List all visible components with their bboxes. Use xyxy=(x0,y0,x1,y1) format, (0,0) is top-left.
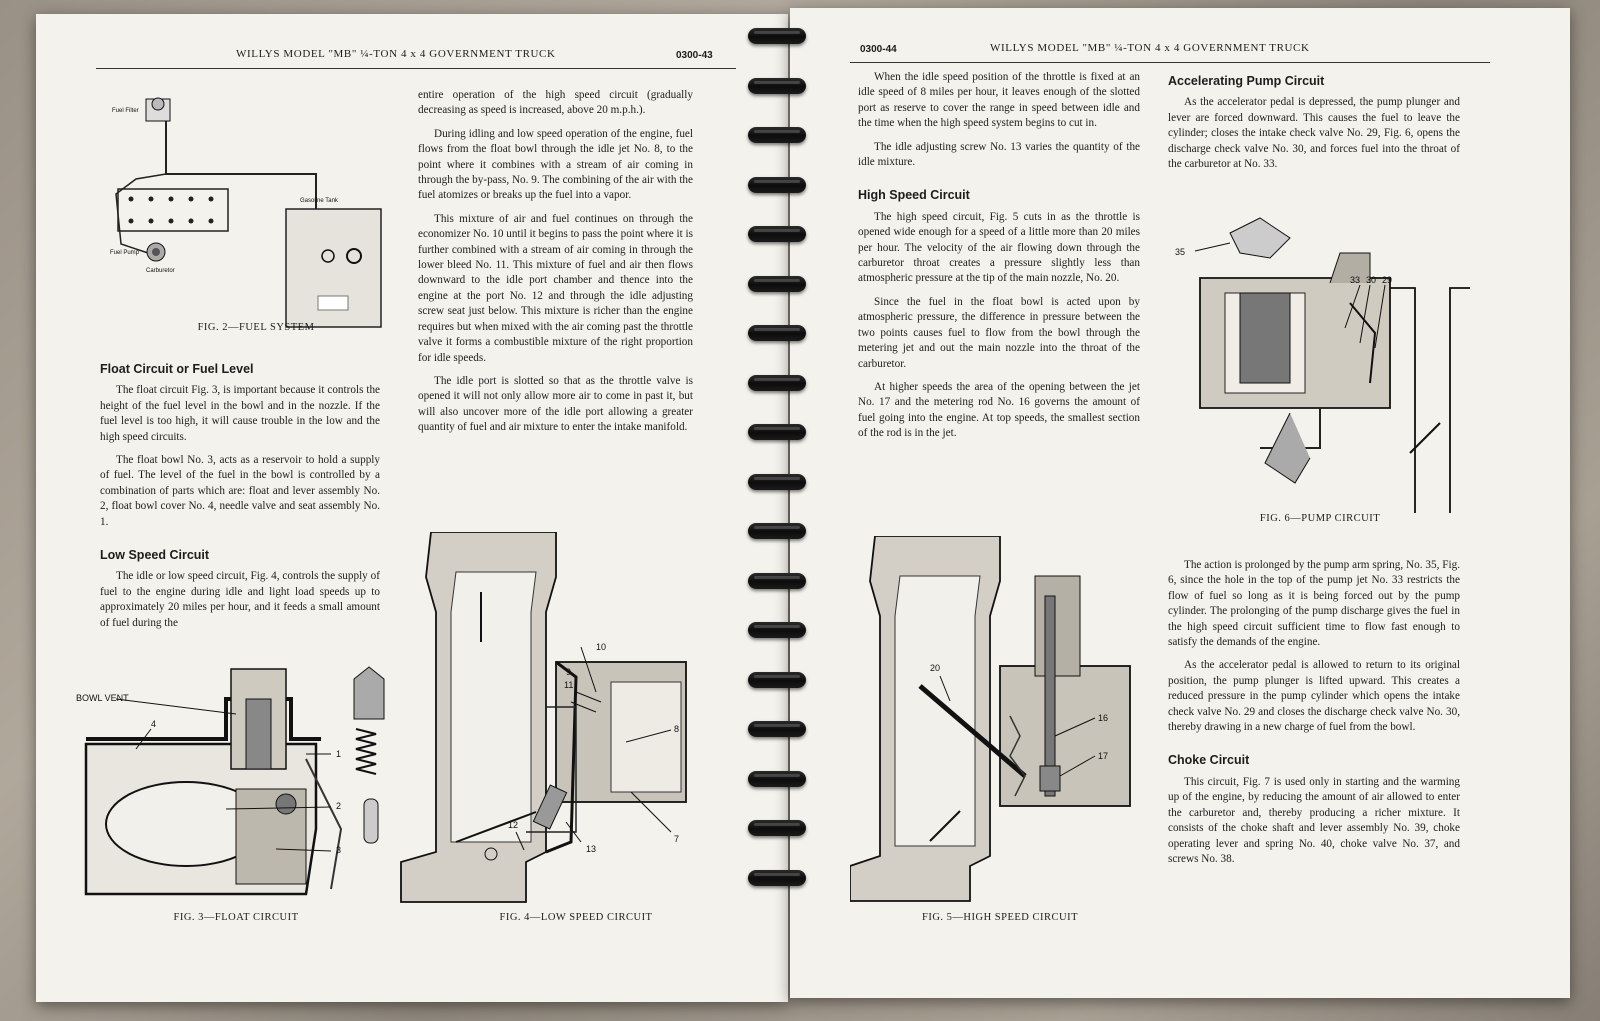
right-page-number: 0300-44 xyxy=(860,44,897,55)
paragraph: The idle port is slotted so that as the … xyxy=(418,374,693,434)
left-header-rule xyxy=(96,68,736,69)
binding-coil xyxy=(748,869,806,886)
fig4-label-8: 8 xyxy=(674,724,679,734)
right-page: 0300-44 WILLYS MODEL "MB" ¼-TON 4 x 4 GO… xyxy=(790,8,1570,998)
binding-coil xyxy=(748,77,806,94)
fig5-caption: FIG. 5—HIGH SPEED CIRCUIT xyxy=(921,912,1078,923)
paragraph: The idle adjusting screw No. 13 varies t… xyxy=(858,140,1140,169)
fig3-label-3: 3 xyxy=(336,845,341,855)
fig2-label-carburetor: Carburetor xyxy=(146,268,175,274)
paragraph: During idling and low speed operation of… xyxy=(418,127,693,202)
binding-coil xyxy=(748,325,806,341)
binding-coil xyxy=(748,127,806,143)
fig2-caption: FIG. 2—FUEL SYSTEM xyxy=(197,322,315,333)
fig3-label-4: 4 xyxy=(151,719,156,729)
binding-coil xyxy=(748,671,806,688)
binding-coil xyxy=(748,226,806,242)
right-column-1: When the idle speed position of the thro… xyxy=(858,70,1140,450)
binding-coil xyxy=(748,572,806,589)
paragraph: entire operation of the high speed circu… xyxy=(418,89,693,117)
left-column-1: Float Circuit or Fuel Level The float ci… xyxy=(100,344,380,639)
fig2-label-gasoline-tank: Gasoline Tank xyxy=(300,198,339,204)
binding-coil xyxy=(748,770,806,787)
paragraph: The high speed circuit, Fig. 5 cuts in a… xyxy=(858,210,1140,285)
fig4-label-13: 13 xyxy=(586,844,596,854)
fig4-low-speed-circuit-diagram: 10 9 11 8 12 13 7 xyxy=(400,532,687,903)
paragraph: The float circuit Fig. 3, is important b… xyxy=(100,384,380,443)
fig3-label-bowl-vent: BOWL VENT xyxy=(76,693,129,703)
fig3-float-circuit-diagram: BOWL VENT 4 1 2 3 xyxy=(76,666,385,896)
fig4-label-12: 12 xyxy=(508,820,518,830)
fig5-high-speed-circuit-diagram: 20 16 17 xyxy=(850,536,1131,902)
binding-coil xyxy=(748,28,806,44)
fig5-label-20: 20 xyxy=(930,663,940,673)
fig3-label-2: 2 xyxy=(336,801,341,811)
fig6-label-33: 33 xyxy=(1350,275,1360,285)
left-page: WILLYS MODEL "MB" ¼-TON 4 x 4 GOVERNMENT… xyxy=(36,14,788,1002)
binding-coil xyxy=(748,523,806,539)
fig4-label-10: 10 xyxy=(596,642,606,652)
binding-coil xyxy=(748,473,806,490)
paragraph: At higher speeds the area of the opening… xyxy=(858,380,1140,440)
binding-coil xyxy=(748,275,806,292)
fig6-label-30: 30 xyxy=(1366,275,1376,285)
right-column-2-bottom: The action is prolonged by the pump arm … xyxy=(1168,558,1460,875)
paragraph: The idle or low speed circuit, Fig. 4, c… xyxy=(100,570,380,629)
fig6-label-29: 29 xyxy=(1382,275,1392,285)
fig2-fuel-system-diagram: Fuel Filter Gasoline Tank Fuel Pump Carb… xyxy=(110,97,382,328)
fig2-label-fuel-pump: Fuel Pump xyxy=(110,250,140,256)
heading-low-speed-circuit: Low Speed Circuit xyxy=(100,548,210,563)
heading-choke-circuit: Choke Circuit xyxy=(1168,753,1250,768)
paragraph: As the accelerator pedal is depressed, t… xyxy=(1168,96,1460,171)
fig5-label-17: 17 xyxy=(1098,751,1108,761)
fig2-label-fuel-filter: Fuel Filter xyxy=(112,108,139,114)
binding-coil xyxy=(748,622,806,638)
binding-coil xyxy=(748,424,806,440)
binding-coil xyxy=(748,176,806,193)
heading-accelerating-pump-circuit: Accelerating Pump Circuit xyxy=(1168,74,1325,88)
fig4-label-11: 11 xyxy=(564,680,573,690)
fig4-label-7: 7 xyxy=(674,834,679,844)
fig3-caption: FIG. 3—FLOAT CIRCUIT xyxy=(173,912,299,923)
fig4-label-9: 9 xyxy=(566,667,571,677)
paragraph: Since the fuel in the float bowl is acte… xyxy=(858,295,1140,370)
right-header-rule xyxy=(850,62,1490,63)
paragraph: The action is prolonged by the pump arm … xyxy=(1168,559,1460,649)
right-running-head: WILLYS MODEL "MB" ¼-TON 4 x 4 GOVERNMENT… xyxy=(990,42,1310,54)
left-running-head: WILLYS MODEL "MB" ¼-TON 4 x 4 GOVERNMENT… xyxy=(236,48,556,60)
paragraph: This mixture of air and fuel continues o… xyxy=(418,212,693,364)
paragraph: This circuit, Fig. 7 is used only in sta… xyxy=(1168,775,1460,865)
fig6-caption: FIG. 6—PUMP CIRCUIT xyxy=(1259,513,1381,524)
paragraph: As the accelerator pedal is allowed to r… xyxy=(1168,659,1460,734)
binding-coil xyxy=(748,374,806,391)
fig5-label-16: 16 xyxy=(1098,713,1108,723)
fig6-pump-circuit-diagram: 35 33 30 29 xyxy=(1175,217,1470,513)
paragraph: When the idle speed position of the thro… xyxy=(858,71,1140,130)
binding-coil xyxy=(748,721,806,737)
paragraph: The float bowl No. 3, acts as a reservoi… xyxy=(100,454,380,528)
binding-coil xyxy=(748,820,806,836)
right-column-2-top: Accelerating Pump Circuit As the acceler… xyxy=(1168,56,1460,180)
left-page-number: 0300-43 xyxy=(676,50,713,61)
heading-high-speed-circuit: High Speed Circuit xyxy=(858,188,970,203)
fig4-caption: FIG. 4—LOW SPEED CIRCUIT xyxy=(499,912,653,923)
left-column-2: entire operation of the high speed circu… xyxy=(418,88,693,444)
fig6-label-35: 35 xyxy=(1175,247,1185,257)
heading-float-circuit: Float Circuit or Fuel Level xyxy=(100,362,254,376)
fig3-label-1: 1 xyxy=(336,749,341,759)
